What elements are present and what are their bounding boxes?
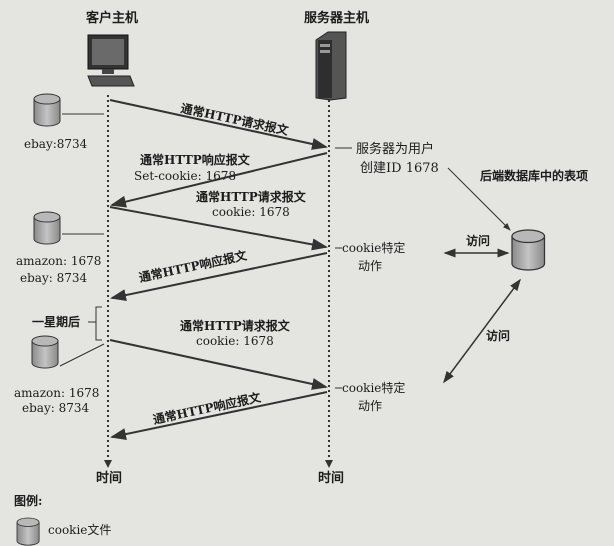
cookie-header-label: cookie: 1678 [196, 334, 274, 348]
access-label: 访问 [466, 233, 490, 248]
set-cookie-label: Set-cookie: 1678 [134, 169, 236, 183]
server-note: 服务器为用户 [356, 141, 434, 157]
access-label: 访问 [486, 328, 510, 343]
cookie-entry: ebay:8734 [24, 137, 88, 151]
http-request-arrow [109, 206, 328, 251]
server-host-title: 服务器主机 [304, 10, 369, 26]
http-response-arrow [110, 391, 328, 441]
cookie-file-icon [31, 335, 59, 369]
http-request-arrow [109, 339, 328, 390]
message-label: 通常HTTP响应报文 [140, 152, 251, 167]
client-host-title: 客户主机 [86, 10, 138, 26]
server-note: 创建ID 1678 [360, 161, 439, 176]
backend-database-icon [511, 229, 546, 271]
server-note: cookie特定 [342, 380, 405, 395]
server-timeline-arrow-icon [325, 460, 333, 468]
http-response-arrow [110, 152, 328, 208]
access-arrow [443, 278, 521, 384]
legend-title: 图例: [14, 493, 42, 508]
legend-cookie-file-icon [16, 517, 40, 546]
server-note: 动作 [358, 259, 382, 273]
legend-cookie-file-label: cookie文件 [48, 522, 111, 537]
message-label: 通常HTTP响应报文 [138, 247, 249, 285]
message-label: 通常HTTP请求报文 [180, 318, 291, 333]
cookie-entry: ebay: 8734 [20, 271, 87, 285]
client-timeline-arrow-icon [104, 460, 112, 468]
client-time-label: 时间 [96, 470, 122, 486]
client-computer-icon [87, 34, 135, 87]
week-later-label: 一星期后 [32, 314, 80, 329]
message-label: 通常HTTP请求报文 [196, 189, 307, 204]
db-entry-pointer [447, 167, 511, 231]
server-note: 动作 [358, 399, 382, 413]
http-response-arrow [110, 252, 328, 302]
backend-db-label: 后端数据库中的表项 [480, 168, 588, 183]
cookie-header-label: cookie: 1678 [212, 205, 290, 219]
cookie-entry: ebay: 8734 [22, 401, 89, 415]
server-tower-icon [315, 31, 347, 101]
server-time-label: 时间 [318, 470, 344, 486]
cookie-file-icon [33, 211, 61, 245]
week-later-bracket [88, 306, 102, 341]
server-note: cookie特定 [342, 240, 405, 255]
http-request-arrow [109, 99, 328, 150]
cookie-entry: amazon: 1678 [16, 254, 101, 268]
cookie-entry: amazon: 1678 [14, 386, 99, 400]
cookie-file-icon [33, 93, 61, 127]
